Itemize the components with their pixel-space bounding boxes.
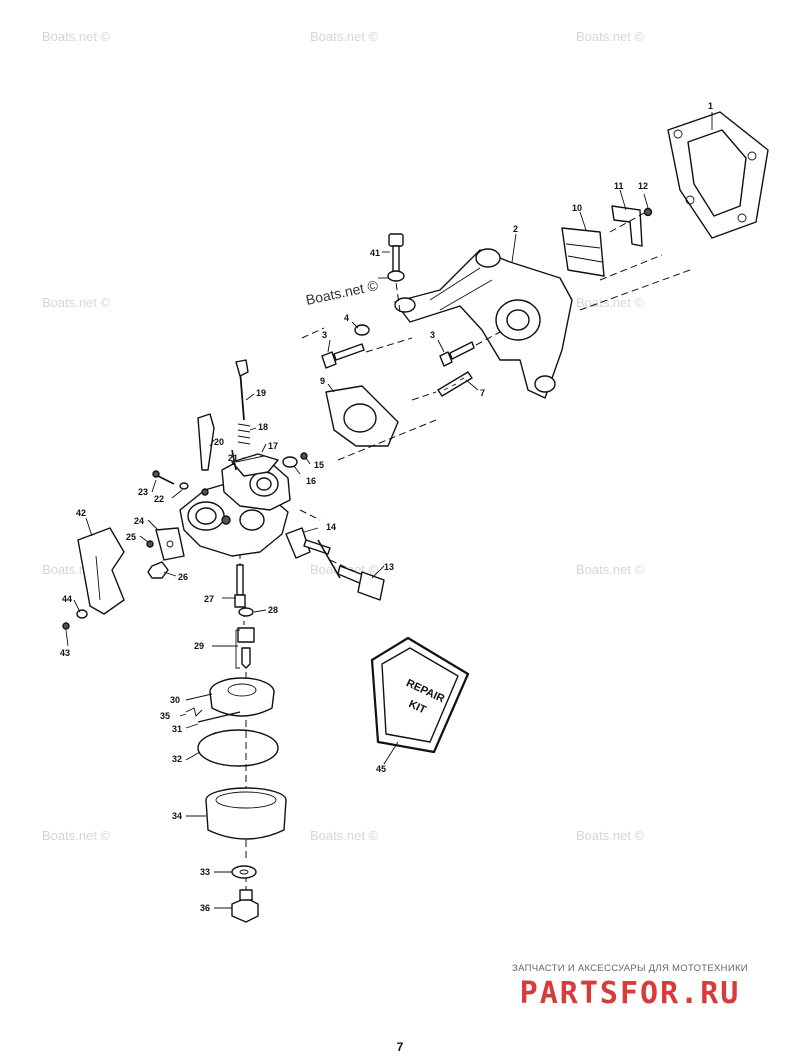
- callout-9: 9: [320, 376, 325, 386]
- callout-12: 12: [638, 181, 648, 191]
- callout-21: 21: [228, 453, 238, 463]
- watermark: Boats.net ©: [310, 29, 379, 44]
- part-stud-7: [437, 371, 473, 397]
- callout-3: 3: [430, 330, 435, 340]
- callout-28: 28: [268, 605, 278, 615]
- part-adjusting-needle-14: [285, 527, 341, 579]
- callout-24: 24: [134, 516, 144, 526]
- brand-tagline: ЗАПЧАСТИ И АКСЕССУАРЫ ДЛЯ МОТОТЕХНИКИ: [512, 963, 748, 974]
- part-lever-20: [197, 413, 215, 471]
- part-needle-27: [234, 564, 246, 608]
- assembly-lines: [239, 211, 691, 890]
- callout-17: 17: [268, 441, 278, 451]
- callout-7: 7: [480, 388, 485, 398]
- callout-41: 41: [370, 248, 380, 258]
- part-carburetor-body: [179, 457, 291, 557]
- part-screw-43: [62, 622, 70, 630]
- watermark: Boats.net ©: [310, 828, 379, 843]
- part-bracket-42: [77, 527, 125, 615]
- callout-27: 27: [204, 594, 214, 604]
- part-washer-16: [282, 456, 298, 468]
- callout-35: 35: [160, 711, 170, 721]
- callout-18: 18: [258, 422, 268, 432]
- callout-43: 43: [60, 648, 70, 658]
- part-gasket-1: [667, 111, 769, 239]
- part-washer-33: [231, 865, 257, 879]
- part-nut-26: [147, 561, 169, 579]
- callout-3: 3: [322, 330, 327, 340]
- callout-44: 44: [62, 594, 72, 604]
- part-pin-31: [197, 711, 241, 723]
- part-screw-25: [146, 540, 154, 548]
- callout-34: 34: [172, 811, 182, 821]
- part-gasket-28: [238, 607, 254, 617]
- callout-14: 14: [326, 522, 336, 532]
- watermark: Boats.net ©: [576, 828, 645, 843]
- watermark: Boats.net ©: [576, 295, 645, 310]
- part-intake-manifold-2: [394, 248, 573, 399]
- callout-45: 45: [376, 764, 386, 774]
- watermark: Boats.net ©: [42, 295, 111, 310]
- part-pin-21: [231, 449, 237, 471]
- part-washer-44: [76, 609, 88, 619]
- callout-42: 42: [76, 508, 86, 518]
- callout-33: 33: [200, 867, 210, 877]
- part-float-30: [209, 677, 275, 717]
- callout-36: 36: [200, 903, 210, 913]
- callout-4: 4: [344, 313, 349, 323]
- callout-30: 30: [170, 695, 180, 705]
- callout-19: 19: [256, 388, 266, 398]
- watermark: Boats.net ©: [42, 29, 111, 44]
- brand-logo: PARTSFOR.RU: [519, 976, 741, 1011]
- callout-13: 13: [384, 562, 394, 572]
- callout-26: 26: [178, 572, 188, 582]
- part-bolt-41: [388, 233, 404, 273]
- part-choke-rod-19: [235, 359, 249, 421]
- part-screw-12: [643, 207, 653, 217]
- callout-16: 16: [306, 476, 316, 486]
- part-reed-plate-10: [561, 227, 605, 277]
- callout-11: 11: [614, 181, 624, 191]
- watermark: Boats.net ©: [576, 29, 645, 44]
- callout-32: 32: [172, 754, 182, 764]
- watermark: Boats.net ©: [576, 562, 645, 577]
- callout-1: 1: [708, 101, 713, 111]
- part-screw-15: [300, 452, 308, 460]
- part-throttle-plate-17: [231, 453, 279, 477]
- callout-31: 31: [172, 724, 182, 734]
- part-gasket-9: [325, 385, 399, 447]
- callout-2: 2: [513, 224, 518, 234]
- callout-25: 25: [126, 532, 136, 542]
- part-spring-18: [237, 423, 251, 445]
- part-screw-3: [321, 341, 475, 369]
- part-repair-kit-45: REPAIR KIT: [370, 636, 470, 754]
- callout-29: 29: [194, 641, 204, 651]
- leader-lines: [65, 112, 713, 909]
- part-float-bowl-34: [205, 787, 287, 840]
- callout-20: 20: [214, 437, 224, 447]
- part-bowl-nut-36: [231, 889, 259, 923]
- callout-10: 10: [572, 203, 582, 213]
- part-washer-4: [354, 270, 405, 336]
- part-screw-23: [152, 470, 175, 485]
- page-number: 7: [396, 1040, 404, 1054]
- callout-22: 22: [154, 494, 164, 504]
- part-spring-35: [185, 707, 203, 717]
- part-ring-gasket-32: [197, 729, 279, 767]
- part-bracket-24: [155, 527, 185, 561]
- part-valve-29: [237, 627, 255, 669]
- part-bracket-11: [611, 205, 643, 247]
- watermark-dark: Boats.net ©: [304, 277, 380, 308]
- part-screw-22: [179, 482, 189, 490]
- watermark: Boats.net ©: [42, 828, 111, 843]
- brand-watermark: ЗАПЧАСТИ И АКСЕССУАРЫ ДЛЯ МОТОТЕХНИКИ PA…: [480, 963, 780, 1011]
- callout-15: 15: [314, 460, 324, 470]
- callout-labels: 1 2 3 3 4 7 9 10 11 12 13 14 15 16 17 18…: [60, 101, 713, 913]
- callout-23: 23: [138, 487, 148, 497]
- part-screw-13: [337, 565, 385, 601]
